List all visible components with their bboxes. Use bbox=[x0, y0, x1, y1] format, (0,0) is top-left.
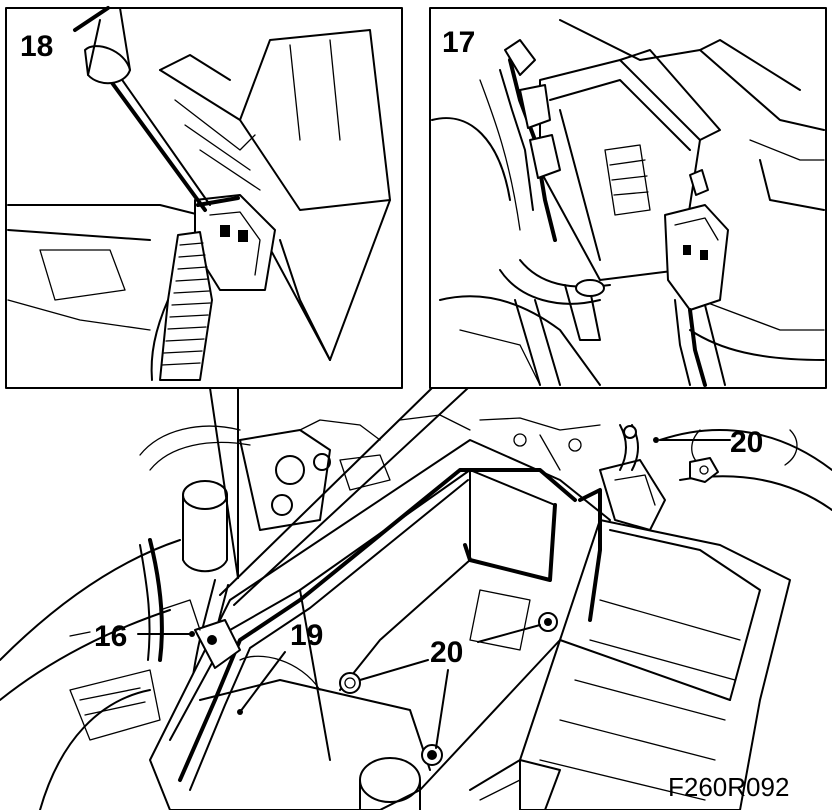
figure-code: F260R092 bbox=[668, 772, 789, 802]
inset-17-drawing bbox=[431, 19, 825, 387]
callout-19: 19 bbox=[290, 619, 323, 652]
callout-16: 16 bbox=[94, 620, 127, 653]
callout-20-center: 20 bbox=[430, 636, 463, 669]
inset-18: 18 bbox=[5, 6, 403, 389]
engine-bay-drawing bbox=[0, 414, 832, 810]
callout-18: 18 bbox=[20, 30, 53, 63]
callout-20-top: 20 bbox=[730, 426, 763, 459]
main-callouts: 16 19 20 20 bbox=[69, 426, 763, 749]
inset-17: 17 bbox=[429, 7, 827, 389]
inset-18-drawing bbox=[7, 6, 391, 381]
callout-17: 17 bbox=[442, 26, 475, 59]
inset-leaders bbox=[209, 387, 469, 606]
